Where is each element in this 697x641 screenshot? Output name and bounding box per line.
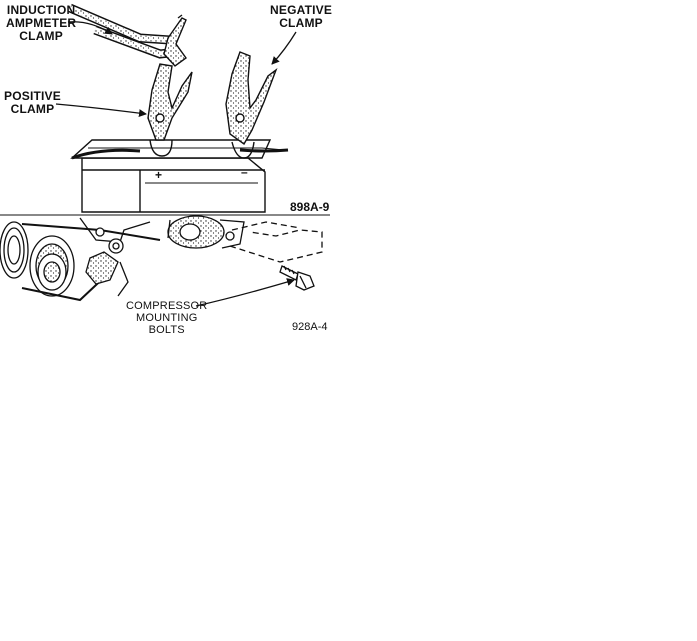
engine-block-icon [79, 217, 151, 297]
label-line: CLAMP [19, 29, 63, 43]
label-line: AMPMETER [6, 16, 77, 30]
label-line: CLAMP [279, 16, 323, 30]
positive-clamp-icon [147, 63, 193, 157]
label-line: POSITIVE [4, 89, 61, 103]
label-line: MOUNTING [135, 312, 198, 324]
mounting-bolt-icon [279, 265, 315, 291]
label-line: INDUCTION [6, 3, 76, 17]
pulley-icon [0, 221, 75, 297]
negative-clamp-icon [225, 51, 278, 159]
battery-plus-label: + [155, 168, 163, 182]
figure-id-898a-9: 898A-9 [290, 200, 330, 214]
negative-clamp-label: NEGATIVE CLAMP [270, 4, 332, 30]
compressor-icon [167, 215, 245, 249]
label-line: CLAMP [10, 102, 55, 116]
induction-ammeter-clamp-label: INDUCTION AMPMETER CLAMP [6, 4, 76, 43]
label-line: NEGATIVE [270, 3, 333, 17]
leader-arrow-fig2 [195, 278, 295, 307]
battery-minus-label: – [241, 165, 248, 179]
battery-figure [68, 3, 289, 213]
label-line: BOLTS [148, 324, 185, 336]
compressor-figure [0, 215, 323, 302]
leader-arrows-fig1 [55, 21, 297, 118]
compressor-mounting-bolts-label: COMPRESSOR MOUNTING BOLTS [126, 300, 207, 336]
figure-id-928a-4: 928A-4 [292, 321, 328, 333]
positive-clamp-label: POSITIVE CLAMP [4, 90, 61, 116]
label-line: COMPRESSOR [126, 300, 208, 312]
ammeter-leads-icon [68, 3, 187, 67]
